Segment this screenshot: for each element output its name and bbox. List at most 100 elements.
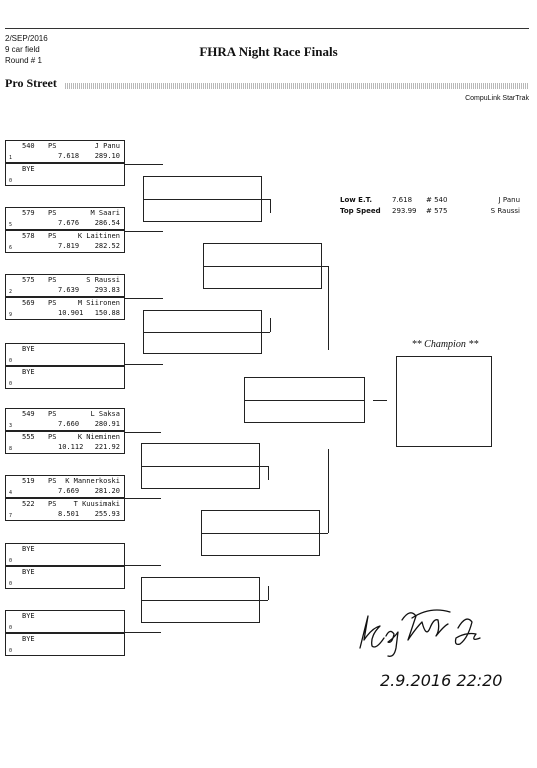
bracket-slot: 540 PS J Panu 7.618 289.10 1	[5, 140, 125, 163]
low-et-car: # 540	[426, 196, 448, 204]
car-class: PS	[48, 477, 57, 485]
bye-label: BYE	[22, 345, 35, 353]
connector	[322, 266, 328, 267]
elapsed-time: 10.112	[58, 443, 84, 451]
car-class: PS	[48, 276, 57, 284]
car-number: 519	[22, 477, 35, 485]
bracket-slot: BYE 0	[5, 566, 125, 589]
event-title: FHRA Night Race Finals	[199, 44, 338, 59]
car-number: 549	[22, 410, 35, 418]
driver-name: S Raussi	[86, 276, 120, 284]
elapsed-time: 7.618	[58, 152, 80, 160]
bye-label: BYE	[22, 165, 35, 173]
connector	[125, 565, 161, 566]
top-rule	[5, 28, 529, 29]
elapsed-time: 10.901	[58, 309, 84, 317]
driver-name: K Mannerkoski	[65, 477, 120, 485]
top-speed-label: Top Speed	[340, 207, 381, 215]
car-class: PS	[48, 299, 57, 307]
top-speed-car: # 575	[426, 207, 448, 215]
elapsed-time: 7.660	[58, 420, 80, 428]
elapsed-time: 7.669	[58, 487, 80, 495]
car-class: PS	[48, 142, 57, 150]
connector	[320, 533, 328, 534]
car-number: 578	[22, 232, 35, 240]
connector	[125, 632, 161, 633]
bracket-slot: 522 PS T Kuusimaki 8.501 255.93 7	[5, 498, 125, 521]
connector	[262, 199, 270, 200]
elapsed-time: 8.501	[58, 510, 80, 518]
car-class: PS	[48, 433, 57, 441]
driver-name: T Kuusimaki	[73, 500, 120, 508]
low-et-row: Low E.T. 7.618 # 540 J Panu	[340, 196, 520, 206]
connector	[125, 498, 161, 499]
lane-number: 0	[9, 178, 13, 184]
final-box	[244, 377, 365, 423]
speed: 282.52	[94, 242, 120, 250]
lane-number: 6	[9, 245, 13, 251]
connector	[270, 318, 271, 332]
lane-number: 2	[9, 289, 13, 295]
connector	[260, 466, 268, 467]
semi-box-1	[203, 243, 322, 289]
lane-number: 0	[9, 581, 13, 587]
speed: 150.88	[94, 309, 120, 317]
connector	[268, 586, 269, 600]
signature-image: 2.9.2016 22:20	[359, 609, 502, 690]
connector	[260, 600, 268, 601]
champion-box	[396, 356, 492, 447]
driver-name: M Siironen	[77, 299, 120, 307]
speed: 293.83	[94, 286, 120, 294]
car-number: 579	[22, 209, 35, 217]
lane-number: 0	[9, 381, 13, 387]
class-hatch-rule	[65, 83, 529, 89]
connector	[125, 432, 161, 433]
connector	[125, 231, 163, 232]
connector	[262, 332, 270, 333]
bracket-slot: BYE 0	[5, 163, 125, 186]
round-two-box-1	[143, 176, 262, 222]
connector	[125, 364, 163, 365]
connector	[328, 449, 329, 533]
top-speed-row: Top Speed 293.99 # 575 S Raussi	[340, 207, 520, 217]
connector	[328, 266, 329, 350]
speed: 289.10	[94, 152, 120, 160]
lane-number: 0	[9, 625, 13, 631]
lane-number: 8	[9, 446, 13, 452]
car-number: 522	[22, 500, 35, 508]
bye-label: BYE	[22, 568, 35, 576]
elapsed-time: 7.676	[58, 219, 80, 227]
elapsed-time: 7.819	[58, 242, 80, 250]
software-label: CompuLink StarTrak	[465, 95, 529, 102]
car-number: 575	[22, 276, 35, 284]
car-number: 555	[22, 433, 35, 441]
connector	[125, 298, 163, 299]
car-class: PS	[48, 410, 57, 418]
round-two-box-4	[141, 577, 260, 623]
car-class: PS	[48, 500, 57, 508]
driver-name: K Nieminen	[77, 433, 120, 441]
lane-number: 1	[9, 155, 13, 161]
low-et-value: 7.618	[392, 196, 413, 204]
driver-name: L Saksa	[90, 410, 120, 418]
speed: 286.54	[94, 219, 120, 227]
elapsed-time: 7.639	[58, 286, 80, 294]
driver-name: J Panu	[94, 142, 120, 150]
speed: 255.93	[94, 510, 120, 518]
champion-label: ** Champion **	[411, 339, 479, 350]
top-speed-value: 293.99	[392, 207, 417, 215]
lane-number: 0	[9, 558, 13, 564]
driver-name: K Laitinen	[77, 232, 120, 240]
bye-label: BYE	[22, 545, 35, 553]
round-label: Round # 1	[5, 56, 42, 65]
lane-number: 7	[9, 513, 13, 519]
lane-number: 0	[9, 648, 13, 654]
connector	[268, 466, 269, 480]
car-number: 540	[22, 142, 35, 150]
